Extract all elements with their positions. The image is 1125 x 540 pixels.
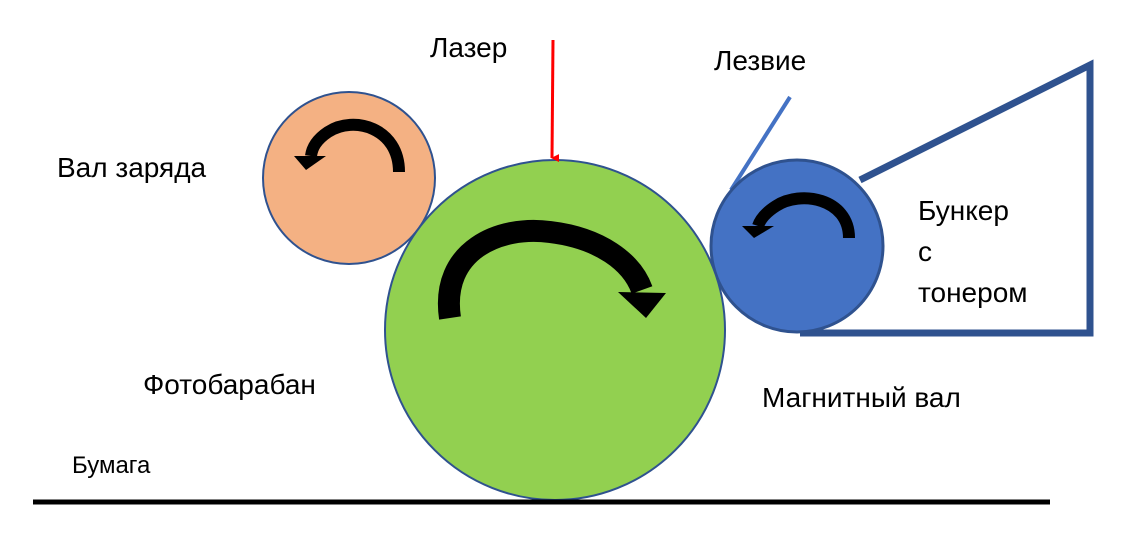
- charge-roller-label: Вал заряда: [57, 152, 207, 183]
- photo-drum: [384, 159, 726, 501]
- paper-label: Бумага: [72, 452, 151, 479]
- photo-drum-label: Фотобарабан: [143, 369, 316, 400]
- hopper-label-line3: тонером: [918, 277, 1028, 308]
- magnetic-roller-label: Магнитный вал: [762, 382, 961, 413]
- magnetic-roller-rotation-icon: [742, 192, 855, 239]
- laser-label: Лазер: [430, 32, 508, 63]
- hopper-label-line2: с: [918, 236, 932, 267]
- charge-roller: [262, 91, 436, 265]
- blade-label: Лезвие: [714, 45, 807, 76]
- photo-drum-rotation-icon: [437, 219, 666, 320]
- magnetic-roller: [709, 158, 885, 334]
- hopper-label: Бункер с тонером: [918, 190, 1028, 313]
- laser-beam-icon: [550, 39, 560, 163]
- blade: [729, 95, 792, 192]
- hopper-label-line1: Бункер: [918, 195, 1009, 226]
- toner-hopper: [800, 59, 1094, 337]
- charge-roller-rotation-icon: [294, 118, 405, 173]
